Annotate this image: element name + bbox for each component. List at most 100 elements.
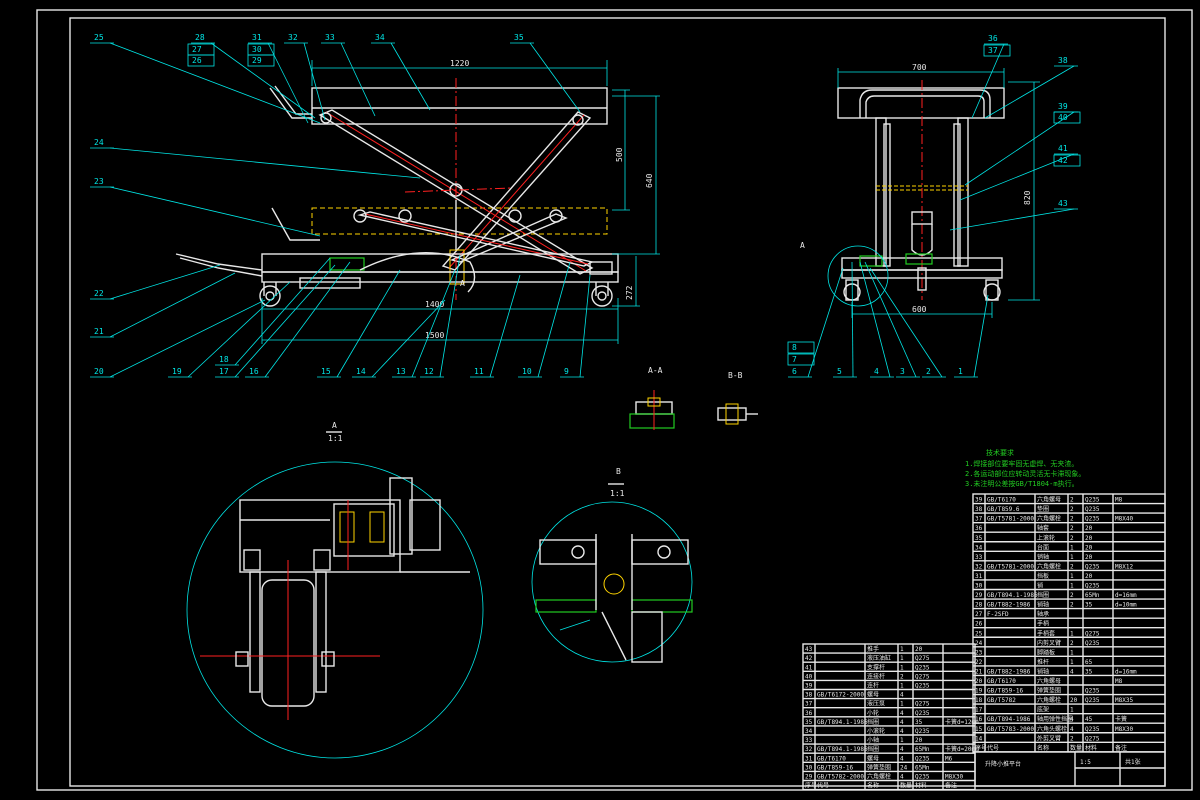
balloon-number: 22 — [94, 289, 104, 298]
balloon: 43 — [949, 199, 1078, 231]
parts-header-cell: 数量 — [900, 782, 912, 790]
balloon: 31 — [248, 33, 309, 124]
parts-cell: 35 — [915, 719, 923, 726]
parts-cell: 1 — [1070, 659, 1074, 666]
parts-cell: M8X40 — [1115, 516, 1133, 523]
inner-border — [69, 17, 1166, 787]
balloon-number: 34 — [375, 33, 385, 42]
parts-cell: 内剪叉臂 — [1037, 639, 1061, 647]
balloon-number: 24 — [94, 138, 104, 147]
parts-header-cell: 备注 — [1115, 744, 1127, 752]
balloon-number: 5 — [837, 367, 842, 376]
parts-cell: 六角螺母 — [1037, 496, 1061, 504]
parts-cell: 销轴 — [1037, 667, 1049, 675]
parts-header-cell: 材料 — [1085, 744, 1097, 752]
parts-cell: 20 — [1085, 535, 1093, 542]
parts-cell: M8X12 — [1115, 563, 1133, 570]
balloon: 13 — [392, 269, 456, 378]
parts-cell: 卡簧d=12mm — [945, 718, 979, 726]
parts-cell: 41 — [805, 664, 813, 671]
parts-cell: 六角螺栓 — [1037, 515, 1061, 523]
parts-cell: 36 — [805, 710, 813, 717]
balloon: 33 — [321, 33, 376, 117]
parts-cell: 65 — [1085, 659, 1093, 666]
parts-header-cell: 数量 — [1070, 744, 1082, 752]
balloon-stack: 8 — [787, 341, 815, 354]
balloon: 35 — [510, 33, 581, 113]
detail-a-scale: 1:1 — [328, 434, 343, 443]
parts-cell: 29 — [975, 592, 983, 599]
balloon: 9 — [560, 274, 591, 378]
parts-cell: 1 — [1070, 554, 1074, 561]
parts-cell: Q235 — [915, 755, 930, 762]
parts-cell: 1 — [1070, 573, 1074, 580]
parts-cell: 20 — [1085, 544, 1093, 551]
parts-cell: 1 — [1070, 583, 1074, 590]
parts-cell: Q235 — [1085, 506, 1100, 513]
balloon: 21 — [90, 272, 236, 338]
balloon-number: 40 — [1058, 113, 1068, 122]
parts-cell: 33 — [805, 737, 813, 744]
parts-cell: 19 — [975, 688, 983, 695]
parts-cell: 螺母 — [867, 754, 879, 762]
front-view: 1220 — [175, 59, 660, 344]
parts-cell: 1 — [1070, 707, 1074, 714]
tech-heading: 技术要求 — [986, 448, 1014, 457]
parts-cell: 2 — [1070, 563, 1074, 570]
balloon: 23 — [90, 177, 321, 237]
parts-header-cell: 代号 — [817, 782, 829, 790]
parts-cell: 轴用弹性挡圈 — [1037, 715, 1073, 723]
parts-cell: Q235 — [1085, 640, 1100, 647]
parts-cell: 2 — [1070, 640, 1074, 647]
parts-cell: 卡簧d=20mm — [945, 745, 979, 753]
balloon: 11 — [470, 274, 521, 378]
parts-cell: 脚踏板 — [1037, 648, 1055, 656]
balloon: 28 — [191, 33, 316, 119]
parts-cell: 销轴 — [1037, 553, 1049, 561]
parts-cell: d=10mm — [1115, 602, 1137, 609]
parts-cell: 1 — [900, 701, 904, 708]
parts-cell: Q275 — [915, 673, 930, 680]
balloon-number: 21 — [94, 327, 104, 336]
parts-cell: 挡圈 — [867, 718, 879, 726]
parts-cell: GB/T6172-2000 — [817, 692, 864, 699]
parts-cell: 液压泵 — [867, 700, 885, 708]
parts-cell: M6 — [945, 755, 953, 762]
parts-cell: 4 — [900, 710, 904, 717]
parts-cell: 37 — [805, 701, 813, 708]
balloon-number: 19 — [172, 367, 182, 376]
balloon: 25 — [90, 33, 321, 124]
parts-cell: 34 — [805, 728, 813, 735]
balloon-number: 12 — [424, 367, 434, 376]
parts-cell: 2 — [1070, 735, 1074, 742]
parts-cell: M8X35 — [1115, 697, 1133, 704]
parts-cell: 32 — [805, 746, 813, 753]
parts-cell: 32 — [975, 563, 983, 570]
balloon-number: 32 — [288, 33, 298, 42]
balloon-number: 16 — [249, 367, 259, 376]
parts-cell: 轴套 — [1037, 524, 1049, 532]
parts-cell: 1 — [1070, 649, 1074, 656]
parts-cell: GB/T859.6 — [987, 506, 1020, 513]
parts-cell: M8 — [1115, 678, 1123, 685]
parts-cell: 14 — [975, 735, 983, 742]
balloon-stack: 37 — [983, 44, 1011, 57]
parts-cell: 35 — [805, 719, 813, 726]
parts-header-cell: 序号 — [805, 782, 817, 790]
parts-cell: GB/T859-16 — [817, 764, 854, 771]
balloon-number: 27 — [192, 45, 202, 54]
parts-cell: 4 — [900, 719, 904, 726]
parts-cell: 连接杆 — [867, 672, 885, 680]
parts-cell: GB/T894-1986 — [987, 716, 1031, 723]
parts-cell: 轴承 — [1037, 610, 1049, 618]
parts-cell: GB/T5783-2000 — [987, 726, 1034, 733]
title-block-name: 升降小推平台 — [985, 760, 1021, 768]
parts-header-cell: 代号 — [987, 744, 999, 752]
balloon: 15 — [317, 269, 401, 378]
parts-cell: 1 — [1070, 544, 1074, 551]
parts-cell: 六角螺栓 — [867, 773, 891, 781]
parts-cell: 4 — [900, 728, 904, 735]
